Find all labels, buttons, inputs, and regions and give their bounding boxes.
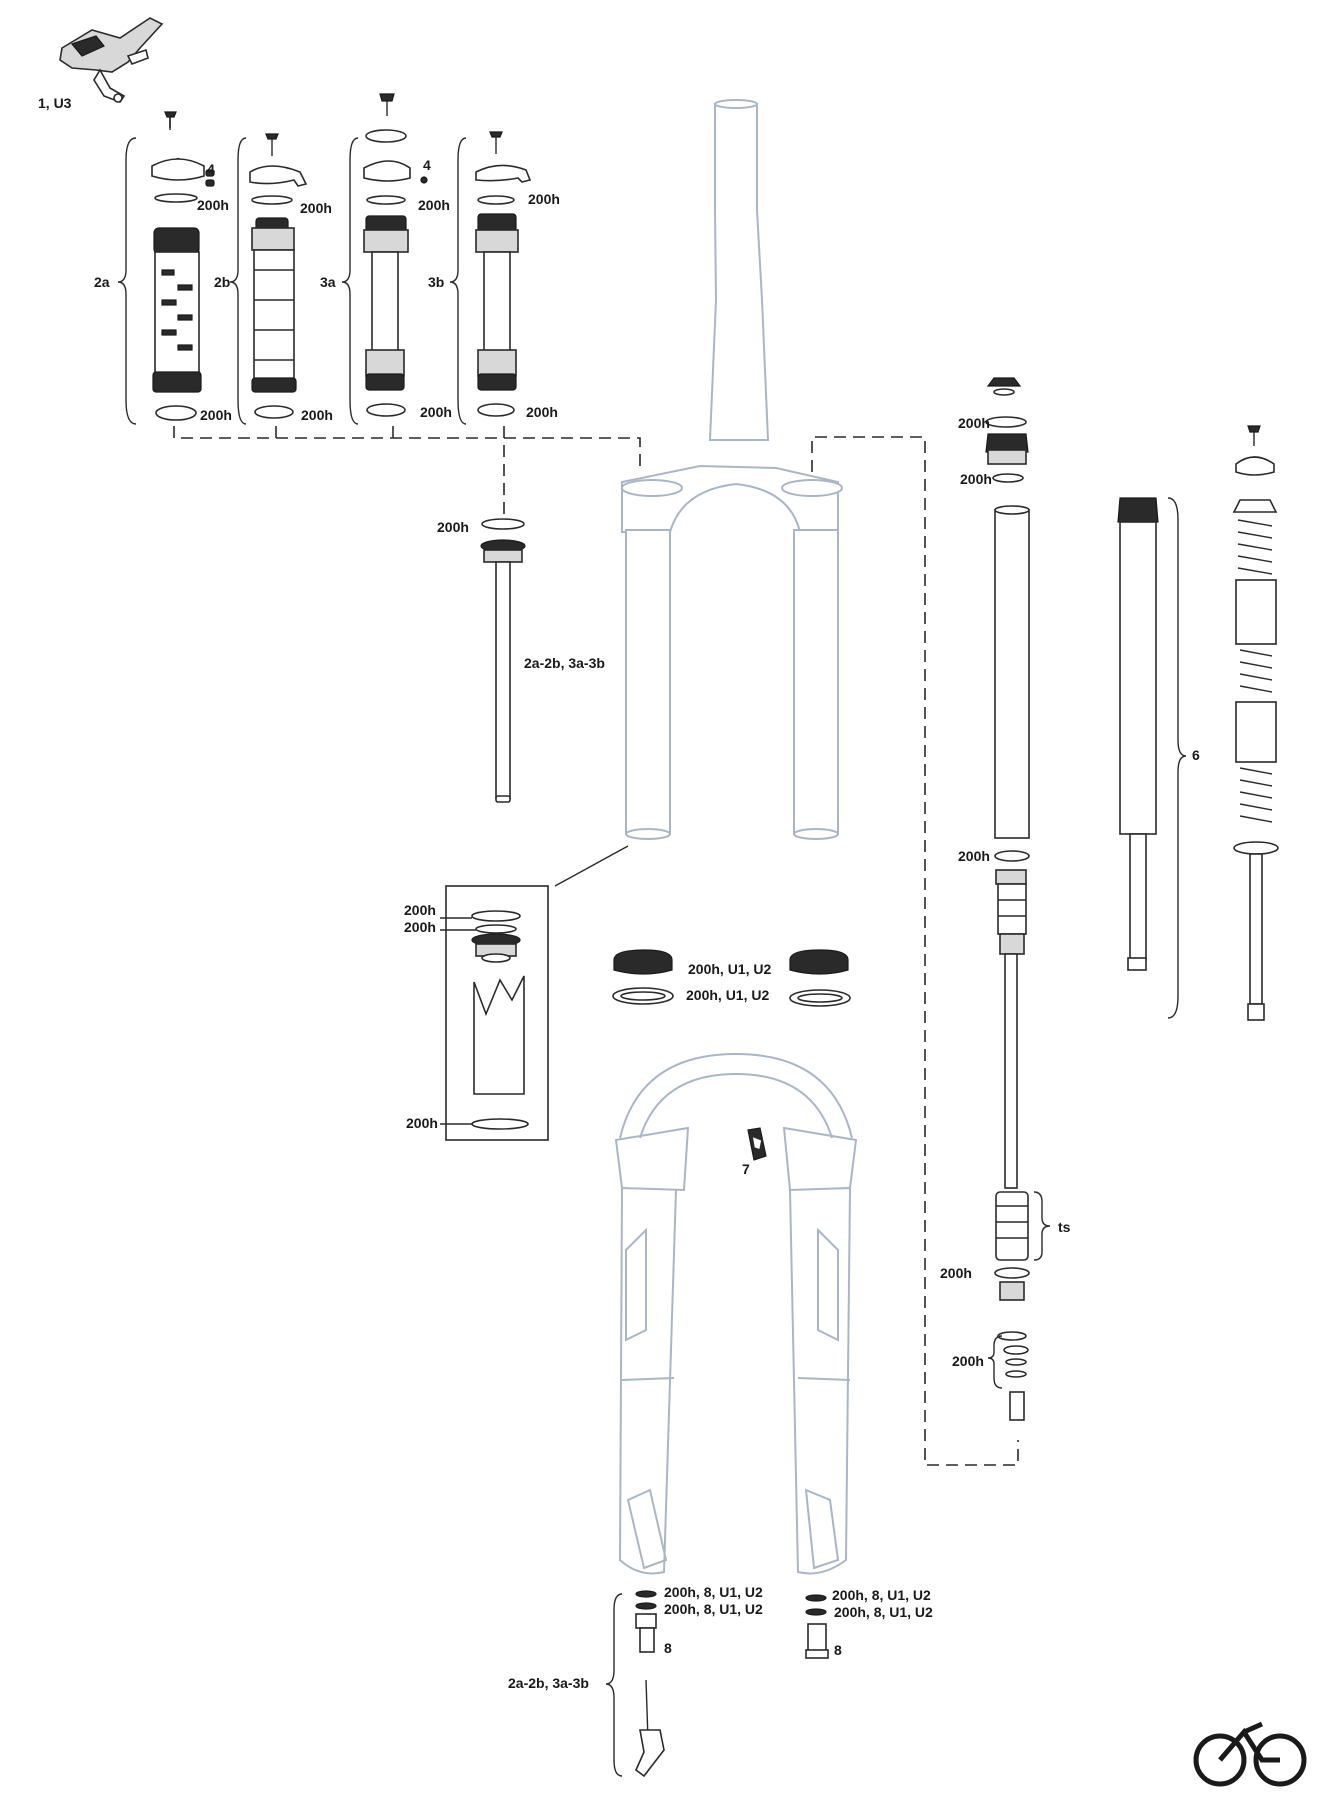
coil-spring-kit: [1232, 425, 1279, 1021]
id-8-right: 8: [834, 1642, 842, 1658]
brace-2b: [229, 137, 247, 425]
seal-box-2: 200h: [404, 919, 436, 935]
brace-ts: [1033, 1191, 1051, 1261]
remote-lever: [59, 17, 164, 103]
bottom-group-label: 2a-2b, 3a-3b: [508, 1675, 589, 1691]
id-2b: 2b: [214, 274, 230, 290]
id-2a: 2a: [94, 274, 110, 290]
seal-air-2: 200h: [960, 471, 992, 487]
seal-8-right-2: 200h, 8, U1, U2: [834, 1604, 933, 1620]
dashed-link-dampers: [173, 426, 641, 470]
brace-3a: [341, 137, 359, 425]
seal-8-left-2: 200h, 8, U1, U2: [664, 1601, 763, 1617]
seal-3b-top: 200h: [528, 191, 560, 207]
brace-3b: [449, 137, 467, 425]
seal-box-1: 200h: [404, 902, 436, 918]
shaft-group-label: 2a-2b, 3a-3b: [524, 655, 605, 671]
fork-crown-steerer: [621, 99, 843, 840]
hose-guide: [747, 1127, 767, 1161]
seal-3a-top: 200h: [418, 197, 450, 213]
damper-3a: [363, 93, 428, 417]
seal-2a-bot: 200h: [200, 407, 232, 423]
id-4-right: 4: [423, 157, 431, 173]
air-bottom-hardware: [805, 1594, 829, 1659]
id-3b: 3b: [428, 274, 444, 290]
seal-detail-box: [445, 885, 549, 1141]
brace-2a: [117, 137, 137, 425]
brace-seals: [987, 1335, 1003, 1389]
id-7: 7: [742, 1161, 750, 1177]
foam-ring-label: 200h, U1, U2: [686, 987, 769, 1003]
id-6: 6: [1192, 747, 1200, 763]
air-cartridge: [1117, 497, 1159, 971]
air-spring-assembly: [985, 377, 1030, 1421]
seal-3b-bot: 200h: [526, 404, 558, 420]
dashed-link-air: [811, 436, 1019, 1466]
seal-2b-top: 200h: [300, 200, 332, 216]
id-4-left: 4: [207, 161, 215, 177]
damper-3b: [475, 131, 532, 417]
fork-lower-legs: [614, 1052, 858, 1575]
seal-air-4: 200h: [940, 1265, 972, 1281]
bicycle-logo-icon: [1193, 1721, 1307, 1787]
damper-2a: [151, 111, 215, 421]
seal-box-3: 200h: [406, 1115, 438, 1131]
seal-air-5: 200h: [952, 1353, 984, 1369]
dust-wipers: [612, 949, 851, 1007]
remote-label: 1, U3: [38, 95, 72, 111]
seal-air-3: 200h: [958, 848, 990, 864]
damper-bottom-hardware: [635, 1590, 665, 1778]
seal-3a-bot: 200h: [420, 404, 452, 420]
damper-shaft: [480, 518, 526, 803]
ts-label: ts: [1058, 1219, 1071, 1235]
seal-shaft-top: 200h: [437, 519, 469, 535]
brace-6: [1167, 497, 1187, 1019]
seal-8-left-1: 200h, 8, U1, U2: [664, 1584, 763, 1600]
seal-air-1: 200h: [958, 415, 990, 431]
brace-bottom: [605, 1593, 623, 1777]
seal-2b-bot: 200h: [301, 407, 333, 423]
id-8-left: 8: [664, 1640, 672, 1656]
seal-2a-top: 200h: [197, 197, 229, 213]
seal-8-right-1: 200h, 8, U1, U2: [832, 1587, 931, 1603]
wiper-label: 200h, U1, U2: [688, 961, 771, 977]
damper-2b: [249, 133, 308, 419]
id-3a: 3a: [320, 274, 336, 290]
